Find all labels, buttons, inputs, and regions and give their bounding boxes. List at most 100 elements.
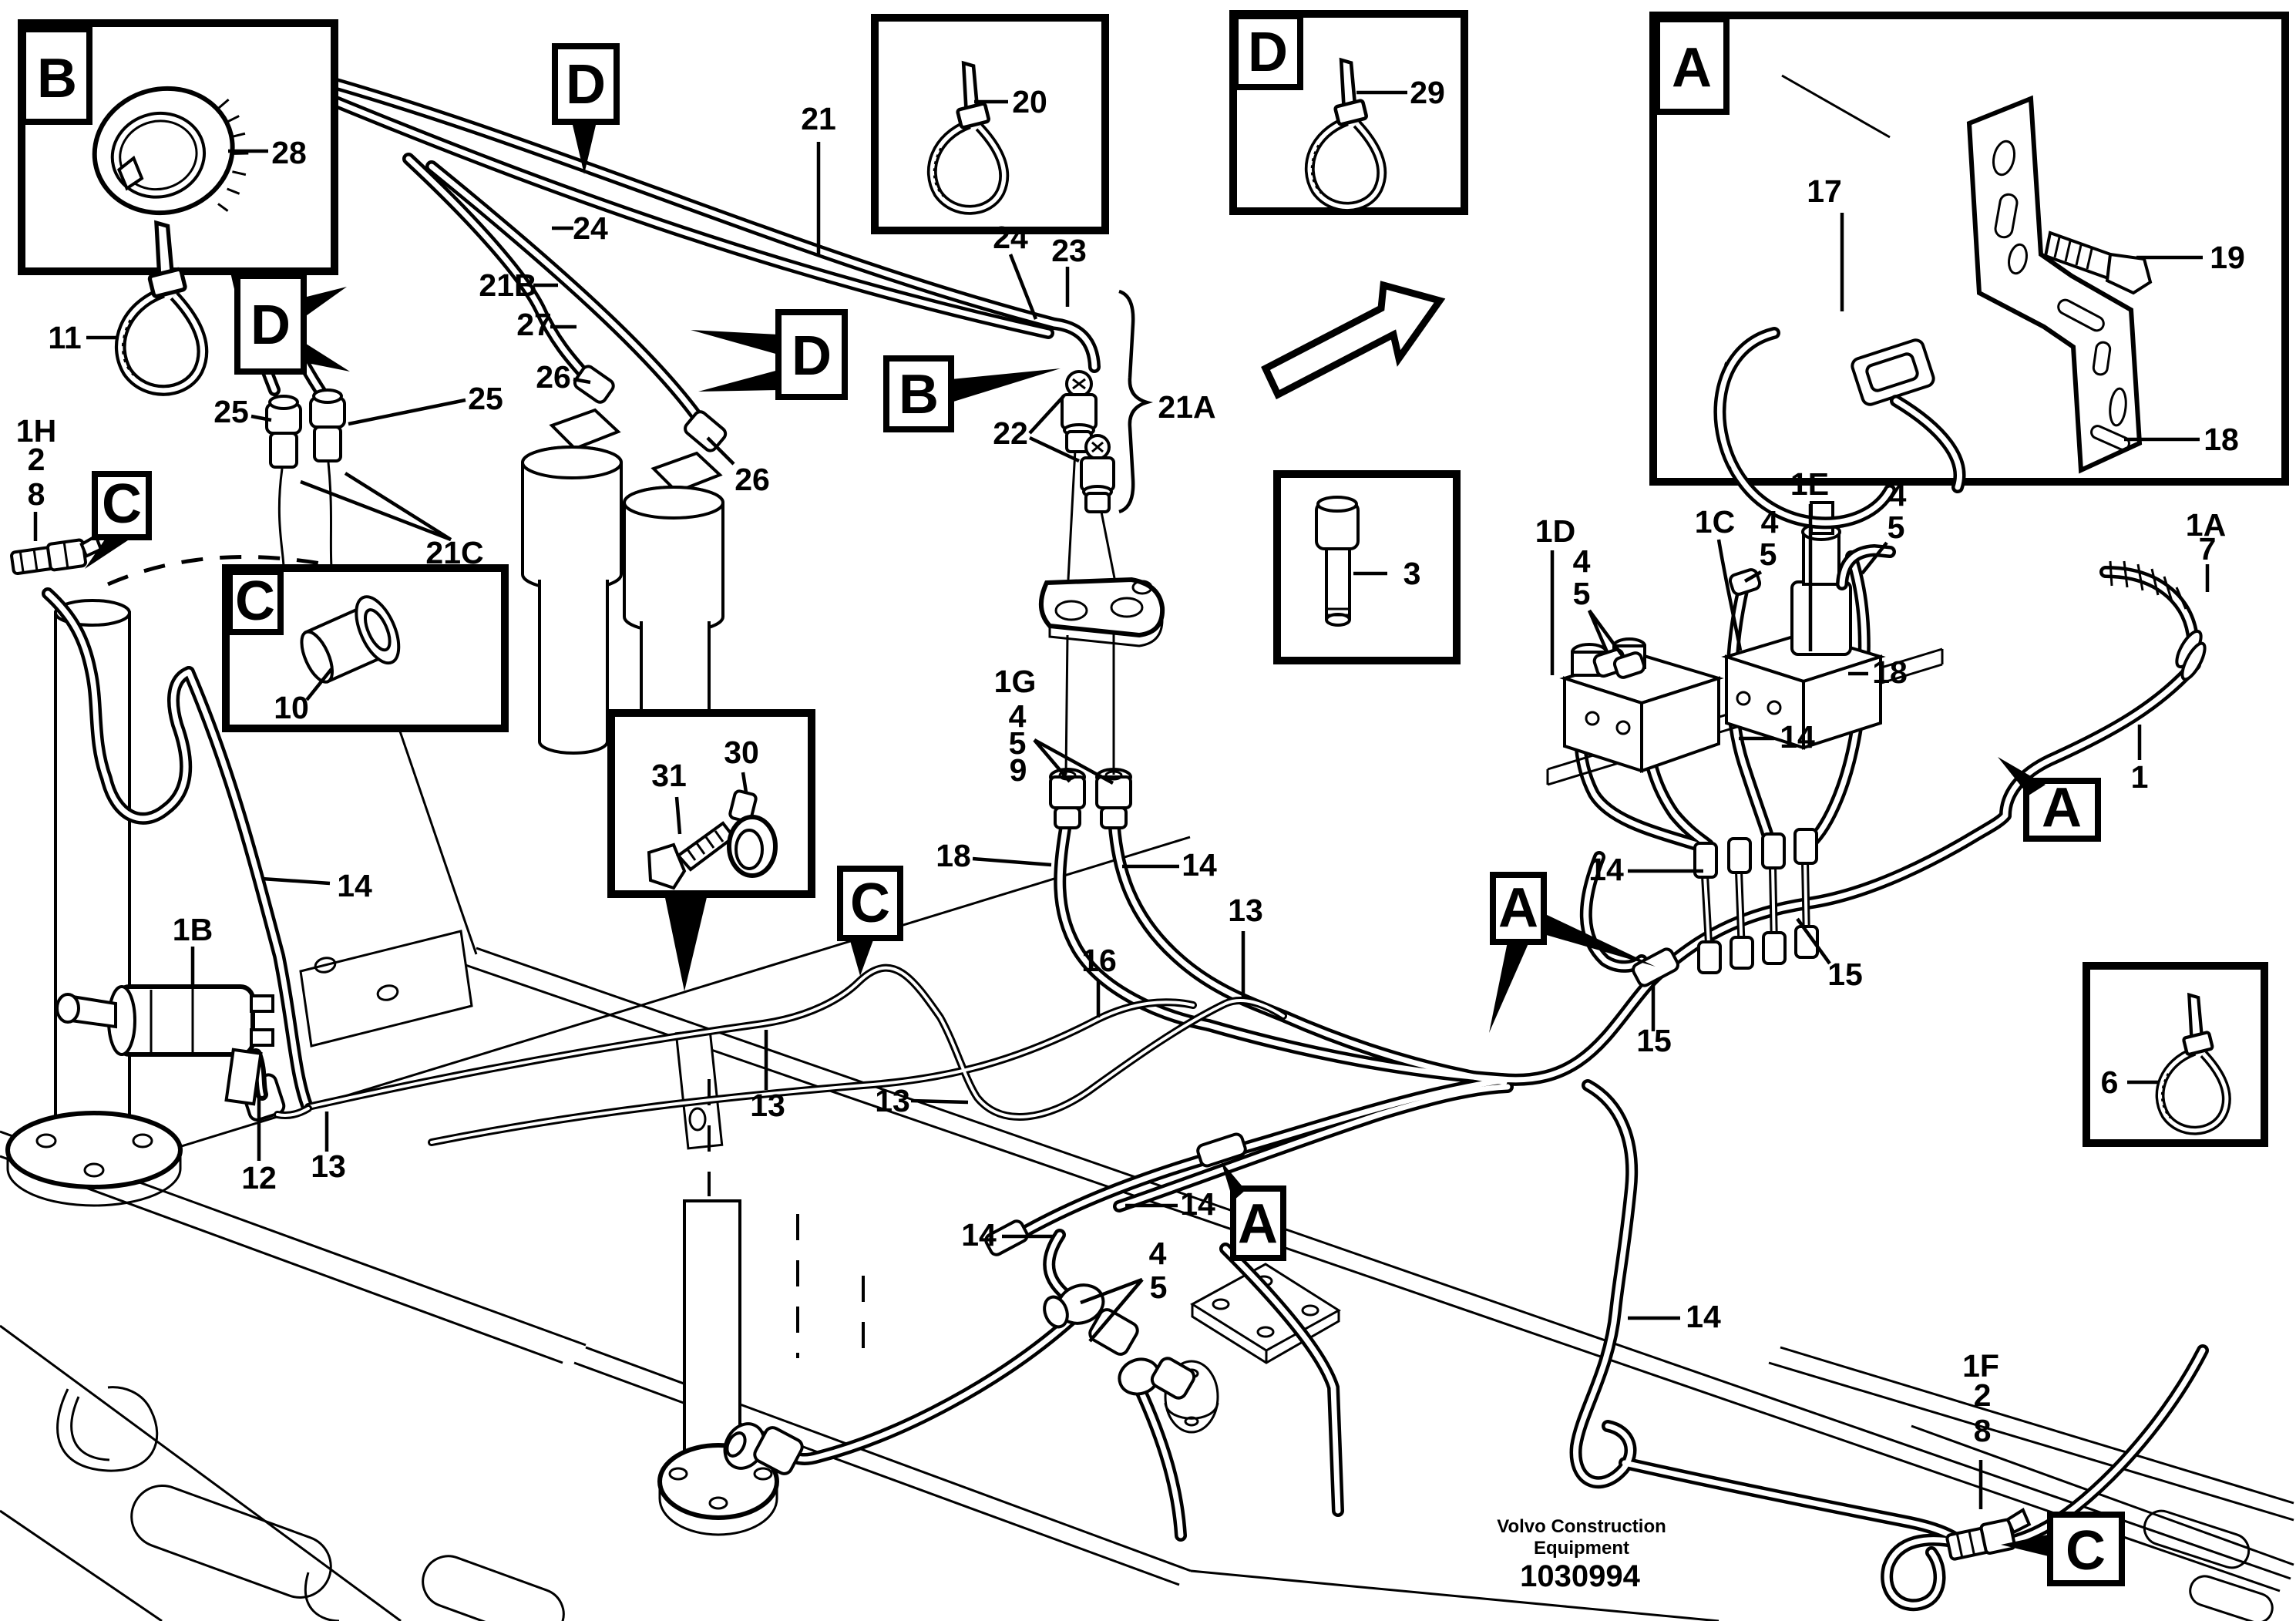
label-1F: 1F [1962,1348,1999,1384]
brand-line2: Equipment [1534,1538,1629,1559]
label-5-3: 5 [1888,510,1905,545]
label-8-2: 8 [1974,1413,1992,1448]
label-9: 9 [1010,752,1027,788]
callout-letter-D-1: D [566,54,606,116]
label-4-2: 4 [1761,504,1779,540]
callout-A-float3: A [1221,1161,1286,1261]
label-17: 17 [1807,173,1842,209]
label-21A: 21A [1158,389,1215,425]
label-5-5: 5 [1150,1270,1168,1305]
callout-D-float3: D [691,309,848,400]
label-2-1: 2 [28,442,45,477]
label-2-2: 2 [1974,1377,1992,1413]
callout-letter-C-10: C [235,570,275,632]
callout-letter-A-3: A [1238,1193,1278,1255]
label-7: 7 [2199,531,2217,567]
leader-lines [33,142,2210,1509]
callout-C-float2: C [837,866,903,976]
callout-D-float2: D [234,273,350,375]
label-4-5: 4 [1149,1236,1167,1271]
callout-letter-C-3: C [2066,1520,2106,1582]
label-14-a: 14 [337,868,372,903]
drawing-part-number: 1030994 [1520,1559,1640,1593]
label-18-1: 18 [936,838,971,873]
callout-A-float2: A [1489,872,1656,1033]
label-14-d: 14 [961,1217,997,1253]
callout-letter-D-4: D [1248,22,1288,83]
detail-box-6: 6 [2083,962,2268,1147]
label-4-1: 4 [1573,543,1591,579]
label-1E: 1E [1790,466,1829,502]
callout-letter-D-3: D [792,325,832,387]
label-6: 6 [2101,1064,2119,1100]
label-8-1: 8 [28,476,45,512]
label-1A: 1A [2186,507,2226,543]
label-5-2: 5 [1760,536,1777,572]
label-22: 22 [993,415,1028,451]
plug-3 [1315,496,1360,627]
strap-17 [1713,327,1966,530]
label-30: 30 [724,735,759,770]
label-26-2: 26 [735,462,770,497]
cable-tie-11: 11 [48,223,203,390]
label-24-2: 24 [993,220,1028,255]
detail-box-3: 3 [1273,470,1461,664]
label-15-b: 15 [1636,1023,1672,1058]
label-13-d: 13 [1228,893,1263,928]
callout-letter-A-4: A [2042,777,2082,839]
label-1G: 1G [994,664,1037,699]
detail-box-29: D 29 [1229,10,1468,215]
label-14-f: 14 [1180,1186,1215,1222]
callout-B-float: B [883,355,1061,432]
detail-box-B28: B 28 [18,19,338,275]
detail-box-C10: C 10 [222,564,509,732]
label-5-4: 5 [1009,725,1027,761]
callout-C-float3: C [2001,1512,2125,1586]
label-13-a: 13 [311,1148,346,1184]
label-1: 1 [2131,759,2149,795]
label-14-g: 14 [1686,1299,1721,1334]
bushing-10 [300,595,401,684]
callout-letter-C-2: C [850,873,890,934]
label-1H: 1H [16,413,56,449]
label-24-1: 24 [573,210,608,246]
callout-letter-A-2: A [1498,877,1538,939]
callout-letter-D-2: D [250,294,291,356]
detail-box-20: 20 [871,14,1109,234]
label-1D: 1D [1535,513,1575,549]
label-20: 20 [1012,84,1047,119]
label-21B: 21B [479,267,536,303]
label-11: 11 [48,320,81,355]
clamp-30 [727,789,778,878]
label-16: 16 [1081,943,1117,978]
label-13-c: 13 [875,1083,910,1118]
label-31: 31 [651,758,687,793]
label-26-1: 26 [536,359,571,395]
label-5-1: 5 [1573,576,1591,611]
detail-box-3130: 31 30 [607,709,815,991]
callout-C-float1: C [85,471,152,569]
21A-valve-assembly [1039,289,1165,775]
part-number-labels: 21 24 21B 27 26 26 25 25 21C 24 23 22 21… [16,101,2226,1448]
label-15-a: 15 [1827,957,1863,992]
label-1C: 1C [1695,504,1735,540]
label-23: 23 [1051,233,1087,268]
label-25-1: 25 [213,394,249,429]
label-14-b: 14 [1182,847,1217,883]
label-18-2: 18 [1872,654,1908,690]
direction-arrow [1261,281,1446,400]
callout-D-float1: D [552,43,620,174]
callout-letter-C-1: C [102,473,142,535]
label-28: 28 [271,135,307,170]
detail-box-A-main: A 17 19 18 [1649,12,2289,530]
callout-A-float4: A [1998,757,2101,842]
label-1B: 1B [173,912,213,947]
connector-1H [10,533,103,576]
machine-frame-lines [0,836,2294,1621]
label-13-b: 13 [750,1088,785,1123]
label-25-2: 25 [468,381,503,416]
label-4-3: 4 [1889,477,1907,513]
footer-brand: Volvo Construction Equipment 1030994 [1497,1516,1666,1593]
